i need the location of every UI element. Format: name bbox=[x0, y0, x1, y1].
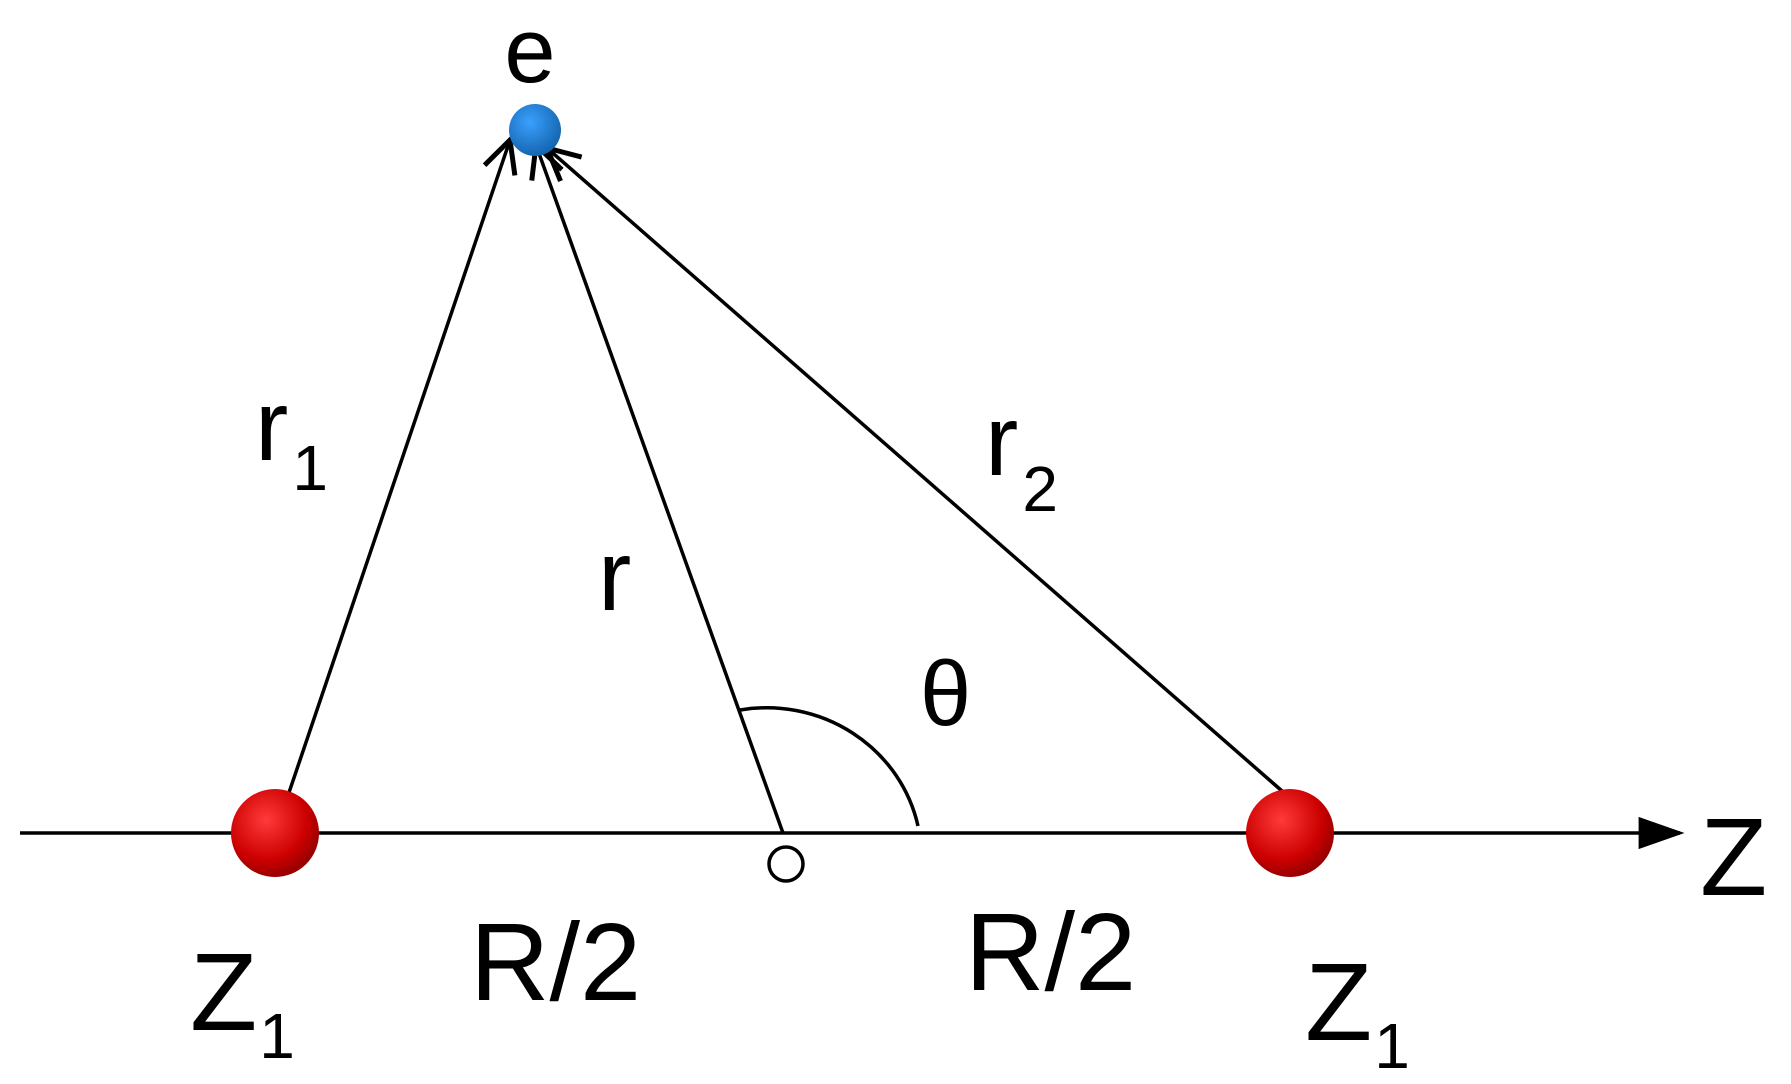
vector-r-label: r bbox=[598, 520, 631, 632]
electron-label: e bbox=[504, 0, 555, 102]
vector-r1-line bbox=[276, 140, 510, 826]
nucleus-right-label: Z1 bbox=[1305, 941, 1410, 1082]
vector-r-line bbox=[536, 145, 785, 834]
z-axis-label: Z bbox=[1700, 796, 1767, 919]
nucleus-left-label: Z1 bbox=[190, 931, 295, 1072]
vector-r2-line bbox=[547, 148, 1292, 800]
vector-r2-label: r2 bbox=[985, 385, 1058, 525]
electron bbox=[509, 104, 561, 156]
distance-right-label: R/2 bbox=[965, 891, 1136, 1014]
nucleus-right bbox=[1246, 789, 1334, 877]
nucleus-left bbox=[231, 789, 319, 877]
origin-point bbox=[767, 845, 805, 883]
theta-angle-arc bbox=[739, 706, 920, 827]
distance-left-label: R/2 bbox=[470, 901, 641, 1024]
vector-r1-label: r1 bbox=[255, 370, 328, 504]
theta-label: θ bbox=[920, 643, 971, 745]
